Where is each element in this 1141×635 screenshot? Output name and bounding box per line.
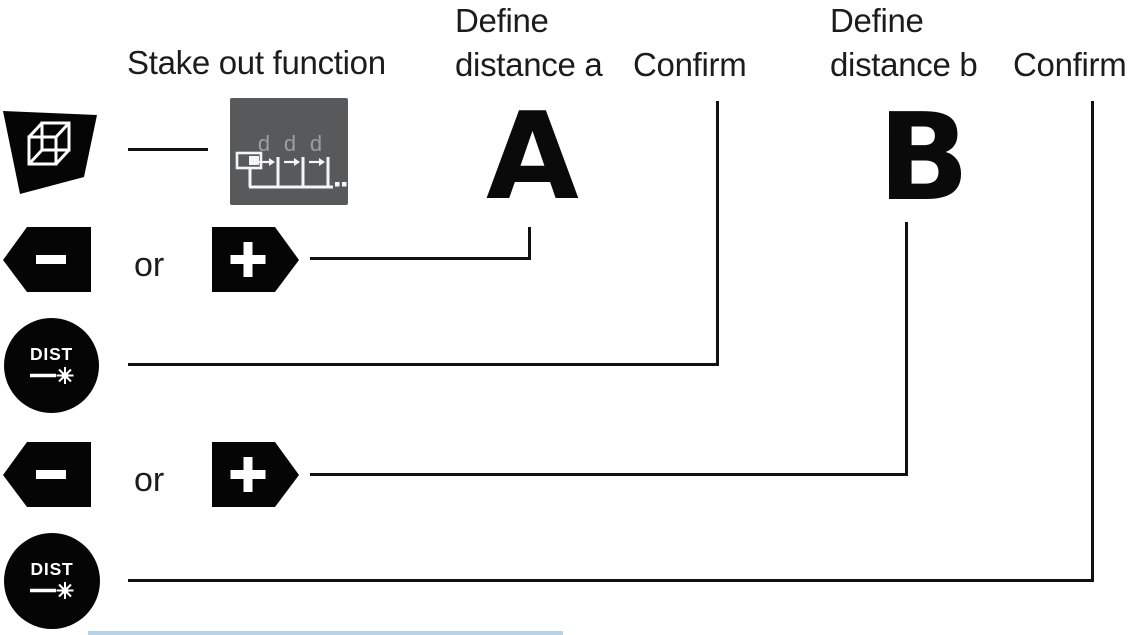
or-label-2: or	[134, 461, 165, 499]
connector-row2-riser	[528, 227, 531, 259]
header-stake-out-function: Stake out function	[127, 44, 386, 81]
lcd-d-label-2: d	[284, 131, 296, 156]
header-define-b-line2: distance b	[830, 46, 978, 83]
connector-row2	[310, 257, 531, 260]
laser-beam-icon	[29, 366, 73, 384]
minus-key-row1	[3, 227, 91, 292]
minus-icon	[36, 470, 66, 479]
bottom-page-strip	[88, 631, 563, 635]
stake-out-pictogram: d d d	[235, 131, 347, 189]
header-define-a-line2: distance a	[455, 46, 603, 83]
plus-icon	[230, 242, 266, 277]
connector-row3	[128, 363, 719, 366]
connector-confirm-b	[1091, 101, 1094, 582]
connector-confirm-a	[716, 101, 719, 366]
lcd-d-label-3: d	[310, 131, 322, 156]
connector-row1	[128, 148, 208, 151]
header-confirm-b: Confirm	[1013, 46, 1127, 83]
header-define-distance-b: Define distance b	[830, 0, 978, 87]
distance-b-letter: B	[878, 89, 970, 228]
stake-out-lcd-icon: d d d	[230, 98, 348, 205]
function-key	[3, 111, 97, 194]
dist-key-row1: DIST	[4, 318, 99, 413]
arrow-right-icons	[257, 158, 325, 166]
laser-beam-icon	[30, 582, 74, 599]
plus-icon	[230, 457, 266, 492]
minus-icon	[36, 255, 66, 264]
dist-key-label: DIST	[30, 559, 74, 579]
lcd-d-label-1: d	[258, 131, 270, 156]
plus-key-row2	[212, 442, 299, 507]
header-define-distance-a: Define distance a	[455, 0, 603, 87]
minus-key-row2	[3, 442, 91, 507]
connector-row5	[128, 579, 1094, 582]
plus-key-row1	[212, 227, 299, 292]
header-define-b-line1: Define	[830, 2, 924, 39]
dist-key-label: DIST	[29, 343, 74, 364]
header-confirm-a: Confirm	[633, 46, 747, 83]
lcd-ellipsis-dots	[335, 182, 347, 187]
connector-row4-riser	[905, 222, 908, 476]
or-label-1: or	[134, 246, 165, 284]
dist-key-row2: DIST	[4, 533, 100, 629]
header-define-a-line1: Define	[455, 2, 549, 39]
distance-a-letter: A	[486, 88, 579, 227]
cube-icon	[27, 121, 71, 166]
connector-row4	[310, 473, 908, 476]
